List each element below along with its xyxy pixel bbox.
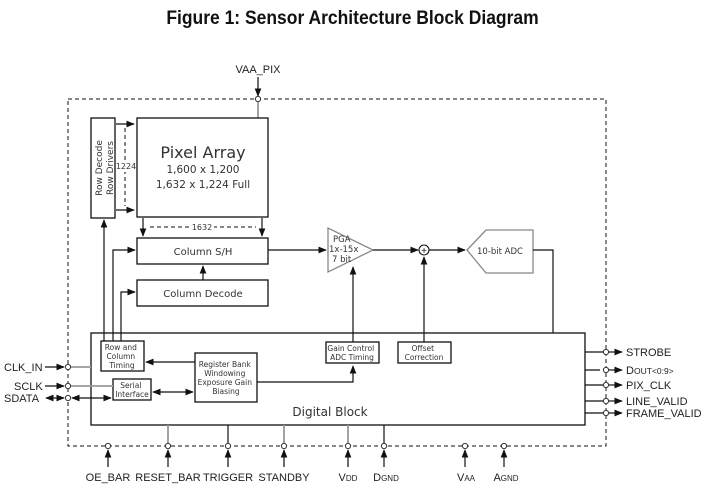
svg-text:PIX_CLK: PIX_CLK xyxy=(626,380,672,392)
pin-label-sdata: SDATA xyxy=(4,393,40,405)
right-pin-pix-clk: PIX_CLK xyxy=(585,380,672,392)
svg-text:LINE_VALID: LINE_VALID xyxy=(626,396,688,408)
pin-label-clk-in: CLK_IN xyxy=(4,362,43,374)
gain-control-label: Gain Control ADC Timing xyxy=(327,344,376,362)
right-pin-line-valid: LINE_VALID xyxy=(585,396,688,408)
figure-title: Figure 1: Sensor Architecture Block Diag… xyxy=(166,8,539,29)
serial-interface-block xyxy=(112,378,152,401)
digital-block-label: Digital Block xyxy=(292,405,367,419)
pga-amplifier xyxy=(327,226,375,274)
column-decode-label: Column Decode xyxy=(163,289,242,300)
pin-label-sclk: SCLK xyxy=(14,381,43,393)
svg-text:VDD: VDD xyxy=(339,472,358,484)
row-column-timing-block xyxy=(100,340,145,372)
bottom-pin-vdd: VDD xyxy=(339,425,358,484)
row-decode-label: Row Decode xyxy=(95,140,105,196)
pixel-array-res: 1,600 x 1,200 xyxy=(166,164,239,176)
right-pin-frame-valid: FRAME_VALID xyxy=(585,408,702,420)
regbank-to-gain xyxy=(257,365,357,383)
svg-text:TRIGGER: TRIGGER xyxy=(203,472,253,484)
pixel-array-title: Pixel Array xyxy=(160,143,245,162)
row-dim-label: 1224 xyxy=(116,162,136,171)
right-pin-dout: DOUT<0:9> xyxy=(602,365,674,377)
adc-block xyxy=(466,229,534,274)
adc-label: 10-bit ADC xyxy=(477,247,523,257)
pixel-array-full-res: 1,632 x 1,224 Full xyxy=(156,179,250,191)
svg-text:STANDBY: STANDBY xyxy=(258,472,310,484)
svg-text:STROBE: STROBE xyxy=(626,347,671,359)
offset-correction-label: Offset Correction xyxy=(405,344,444,362)
svg-text:FRAME_VALID: FRAME_VALID xyxy=(626,408,702,420)
bottom-pin-standby: STANDBY xyxy=(258,425,310,484)
col-dim-label: 1632 xyxy=(192,223,212,232)
serial-interface-label: Serial Interface xyxy=(115,381,149,399)
pin-sclk xyxy=(64,382,72,390)
bottom-pin-trigger: TRIGGER xyxy=(203,425,253,484)
bottom-pin-agnd: AGND xyxy=(493,442,519,484)
pin-sdata xyxy=(64,394,72,402)
row-decode-block xyxy=(90,117,116,219)
row-column-timing-label: Row and Column Timing xyxy=(105,343,139,370)
pga-label: PGA 1x-15x 7 bit xyxy=(329,235,361,265)
timing-to-column-sh xyxy=(112,246,136,341)
summer-label: + xyxy=(421,246,427,257)
register-bank-label: Register Bank Windowing Exposure Gain Bi… xyxy=(198,360,255,396)
register-bank-block xyxy=(194,352,258,403)
bottom-pin-vaa: VAA xyxy=(457,442,476,484)
bottom-pin-dgnd: DGND xyxy=(373,425,399,484)
pin-vaa-pix xyxy=(254,95,262,103)
right-pin-strobe: STROBE xyxy=(585,347,671,359)
pin-clk-in xyxy=(64,363,72,371)
bottom-pin-oe-bar: OE_BAR xyxy=(86,442,131,484)
svg-text:AGND: AGND xyxy=(493,472,518,484)
pin-label-vaa-pix: VAA_PIX xyxy=(235,64,281,76)
column-sh-label: Column S/H xyxy=(174,247,233,258)
chip-boundary xyxy=(67,98,607,447)
svg-text:OE_BAR: OE_BAR xyxy=(86,472,131,484)
column-sh-block xyxy=(136,237,269,265)
svg-text:DGND: DGND xyxy=(373,472,399,484)
row-drivers-label: Row Drivers xyxy=(106,141,116,195)
svg-text:VAA: VAA xyxy=(457,472,476,484)
svg-text:DOUT<0:9>: DOUT<0:9> xyxy=(626,365,674,377)
pixel-array-block xyxy=(136,117,269,218)
svg-text:RESET_BAR: RESET_BAR xyxy=(135,472,200,484)
bottom-pin-reset-bar: RESET_BAR xyxy=(135,425,201,484)
column-decode-block xyxy=(136,279,269,307)
timing-to-column-decode xyxy=(120,288,136,341)
